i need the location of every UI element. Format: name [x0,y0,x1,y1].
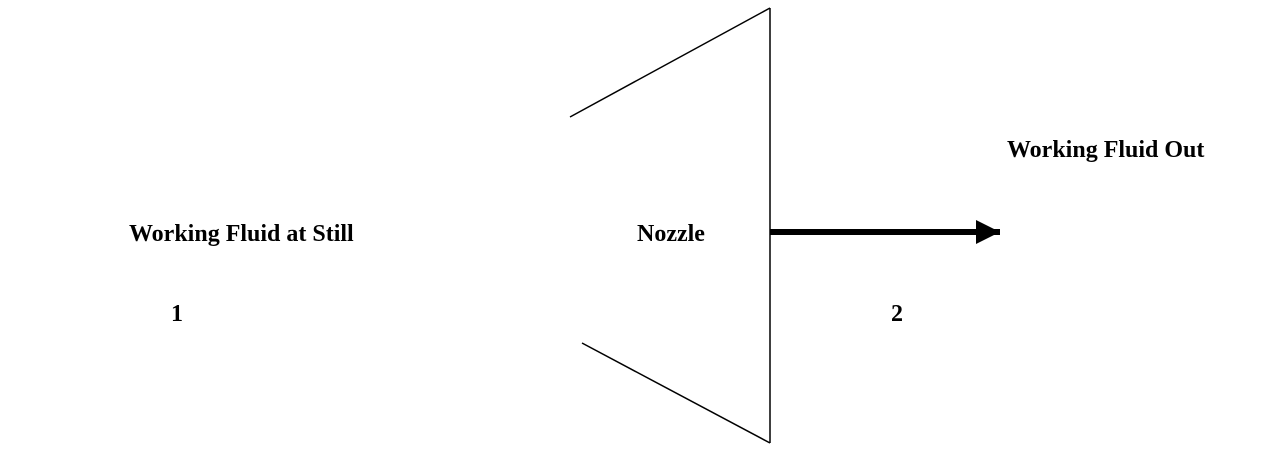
nozzle-lower-wall [581,342,771,444]
state-1-label: 1 [171,301,183,327]
nozzle-upper-wall [569,7,771,118]
working-fluid-at-still-label: Working Fluid at Still [129,221,354,247]
working-fluid-out-label: Working Fluid Out [1007,137,1205,163]
nozzle-label: Nozzle [637,221,705,247]
state-2-label: 2 [891,301,903,327]
